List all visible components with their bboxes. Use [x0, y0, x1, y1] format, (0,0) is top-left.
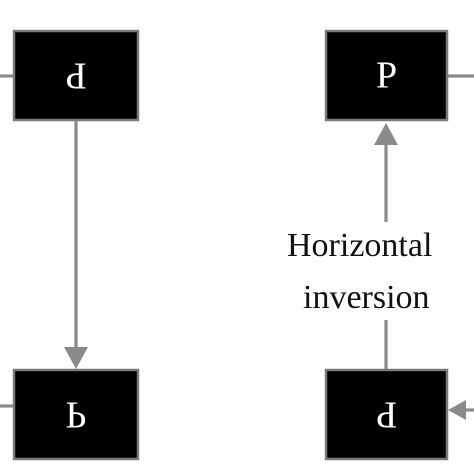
node-top-right-box: [324, 29, 449, 122]
node-bottom-right-box: [324, 368, 449, 461]
node-top-right-label: P: [376, 55, 397, 97]
right-vertical-arrowhead: [374, 123, 398, 145]
node-bottom-right: P: [324, 368, 449, 461]
node-top-left-label: P: [65, 55, 86, 97]
edge-label-backing: [284, 222, 474, 320]
node-top-left: P: [12, 29, 140, 122]
node-bottom-left-label: P: [65, 394, 86, 436]
edge-label-line2: inversion: [303, 279, 430, 316]
left-vertical-arrowhead: [64, 347, 88, 369]
node-bottom-left: P: [12, 368, 140, 461]
node-top-left-box: [12, 29, 140, 122]
node-bottom-right-label: P: [376, 394, 397, 436]
edge-label-line1: Horizontal: [287, 227, 432, 264]
right-incoming-arrowhead: [448, 400, 466, 420]
node-bottom-left-box: [12, 368, 140, 461]
node-top-right: P: [324, 29, 449, 122]
